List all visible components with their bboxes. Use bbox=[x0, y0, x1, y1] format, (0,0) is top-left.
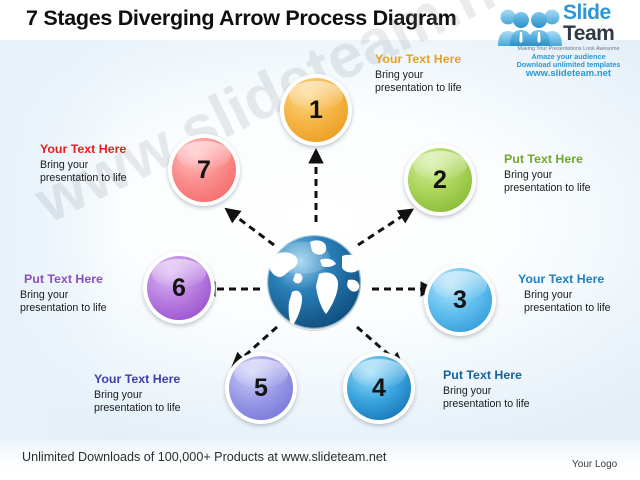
stage-circle-5[interactable]: 5 bbox=[225, 352, 297, 424]
stage-heading-6: Put Text Here bbox=[24, 272, 103, 286]
stage-heading-3: Your Text Here bbox=[518, 272, 605, 286]
slideteam-logo: Slide Team Making Your Presentations Loo… bbox=[497, 2, 640, 79]
stage-circle-3[interactable]: 3 bbox=[424, 264, 496, 336]
stage-text-2: Put Text Here Bring your presentation to… bbox=[504, 152, 640, 195]
stage-heading-1: Your Text Here bbox=[375, 52, 462, 66]
stage-circle-4[interactable]: 4 bbox=[343, 352, 415, 424]
stage-body-5-line2: presentation to life bbox=[94, 402, 181, 415]
stage-circle-5-fill: 5 bbox=[229, 356, 293, 420]
logo-url: www.slideteam.net bbox=[525, 68, 612, 79]
stage-body-7-line1: Bring your bbox=[40, 159, 89, 171]
stage-circle-7-fill: 7 bbox=[172, 138, 236, 202]
stage-circle-1[interactable]: 1 bbox=[280, 74, 352, 146]
stage-number-7: 7 bbox=[197, 155, 211, 184]
stage-text-3: Your Text Here Bring your presentation t… bbox=[518, 272, 640, 315]
stage-body-1-line1: Bring your bbox=[375, 69, 424, 81]
logo-tagline: Making Your Presentations Look Awesome bbox=[517, 46, 620, 52]
stage-text-6: Put Text Here Bring your presentation to… bbox=[20, 272, 170, 315]
stage-circle-1-fill: 1 bbox=[284, 78, 348, 142]
stage-body-4-line2: presentation to life bbox=[443, 398, 530, 411]
stage-body-2-line1: Bring your bbox=[504, 169, 553, 181]
stage-body-1: Bring your presentation to life bbox=[375, 69, 525, 95]
stage-number-6: 6 bbox=[172, 273, 186, 302]
background-bottom-band bbox=[0, 440, 640, 480]
stage-heading-7: Your Text Here bbox=[40, 142, 127, 156]
logo-word-team: Team bbox=[563, 22, 615, 45]
stage-body-4-line1: Bring your bbox=[443, 385, 492, 397]
stage-circle-6-fill: 6 bbox=[147, 256, 211, 320]
stage-body-4: Bring your presentation to life bbox=[443, 385, 593, 411]
stage-body-6-line2: presentation to life bbox=[20, 302, 107, 315]
background-left-gradient bbox=[0, 38, 120, 442]
stage-circle-4-fill: 4 bbox=[347, 356, 411, 420]
stage-body-5: Bring your presentation to life bbox=[94, 389, 244, 415]
stage-heading-5: Your Text Here bbox=[94, 372, 181, 386]
stage-body-6-line1: Bring your bbox=[20, 289, 69, 301]
stage-body-3-line2: presentation to life bbox=[524, 302, 611, 315]
stage-body-2: Bring your presentation to life bbox=[504, 169, 640, 195]
stage-body-2-line2: presentation to life bbox=[504, 182, 591, 195]
logo-promo-line2: Download unlimited templates bbox=[516, 60, 621, 70]
stage-circle-6[interactable]: 6 bbox=[143, 252, 215, 324]
stage-number-3: 3 bbox=[453, 285, 467, 314]
stage-body-3-line1: Bring your bbox=[524, 289, 573, 301]
stage-text-4: Put Text Here Bring your presentation to… bbox=[443, 368, 593, 411]
stage-body-6: Bring your presentation to life bbox=[20, 289, 170, 315]
logo-wordmark: Slide Team bbox=[563, 2, 640, 44]
stage-body-5-line1: Bring your bbox=[94, 389, 143, 401]
stage-text-7: Your Text Here Bring your presentation t… bbox=[40, 142, 190, 185]
footer-logo-placeholder: Your Logo bbox=[572, 459, 618, 470]
globe-icon bbox=[265, 233, 363, 331]
stage-circle-2-fill: 2 bbox=[408, 148, 472, 212]
stage-body-7: Bring your presentation to life bbox=[40, 159, 190, 185]
people-group-icon bbox=[498, 9, 562, 46]
logo-word-slide: Slide bbox=[563, 1, 611, 24]
logo-promo: Amaze your audience Download unlimited t… bbox=[497, 52, 640, 70]
stage-circle-3-fill: 3 bbox=[428, 268, 492, 332]
stage-circle-2[interactable]: 2 bbox=[404, 144, 476, 216]
logo-promo-line1: Amaze your audience bbox=[531, 52, 606, 61]
stage-body-7-line2: presentation to life bbox=[40, 172, 127, 185]
stage-text-1: Your Text Here Bring your presentation t… bbox=[375, 52, 525, 95]
stage-heading-4: Put Text Here bbox=[443, 368, 522, 382]
stage-number-2: 2 bbox=[433, 165, 447, 194]
page-title: 7 Stages Diverging Arrow Process Diagram bbox=[26, 6, 457, 30]
stage-body-3: Bring your presentation to life bbox=[518, 289, 640, 315]
stage-text-5: Your Text Here Bring your presentation t… bbox=[94, 372, 244, 415]
stage-number-5: 5 bbox=[254, 373, 268, 402]
stage-circle-7[interactable]: 7 bbox=[168, 134, 240, 206]
stage-number-1: 1 bbox=[309, 95, 323, 124]
stage-number-4: 4 bbox=[372, 373, 386, 402]
stage-body-1-line2: presentation to life bbox=[375, 82, 462, 95]
footer-text: Unlimited Downloads of 100,000+ Products… bbox=[22, 450, 387, 464]
stage-heading-2: Put Text Here bbox=[504, 152, 583, 166]
